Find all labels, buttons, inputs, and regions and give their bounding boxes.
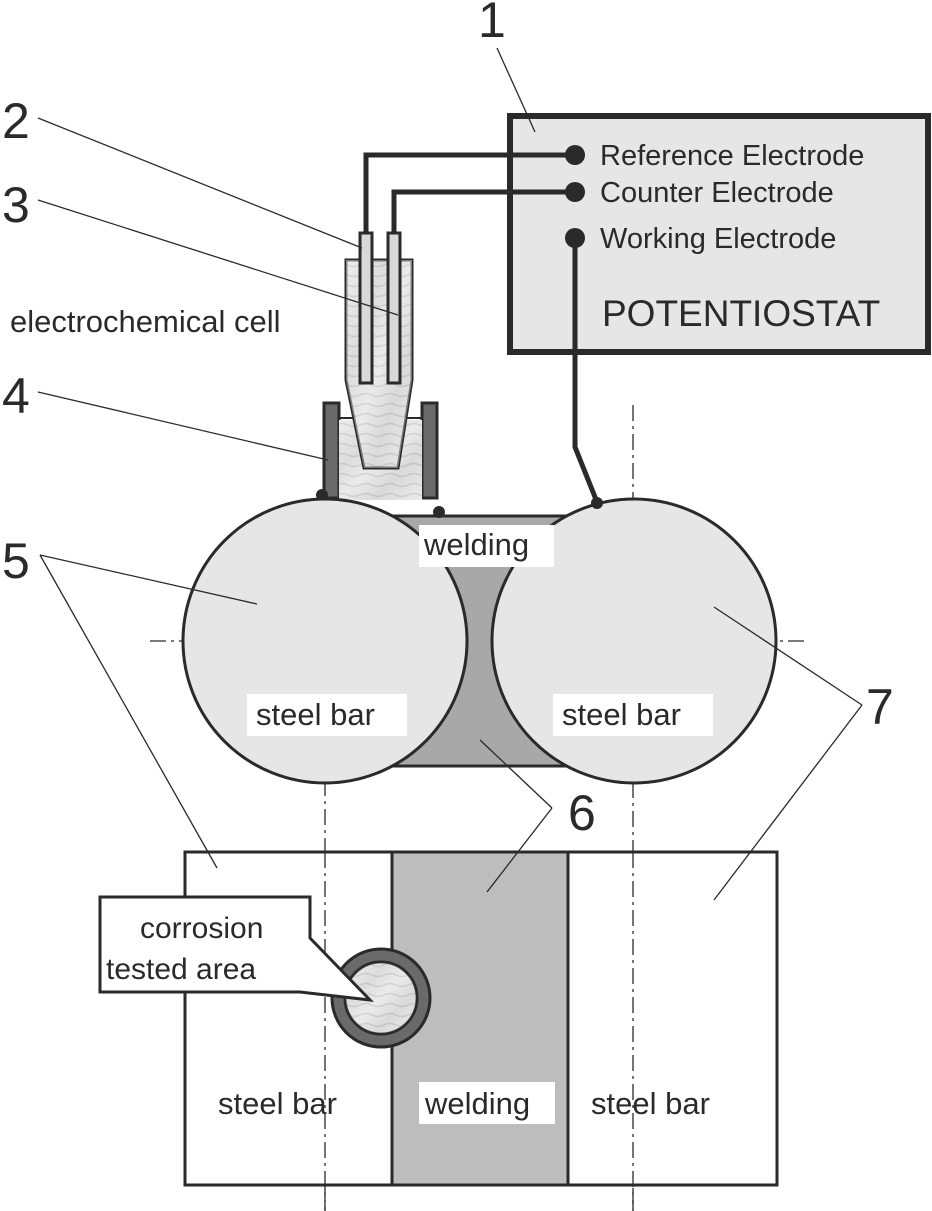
counter-wire bbox=[391, 189, 575, 233]
top-view: corrosion tested area steel bar welding … bbox=[98, 850, 779, 1211]
number-1: 1 bbox=[478, 0, 506, 48]
leader-7a bbox=[713, 606, 863, 706]
number-4: 4 bbox=[2, 368, 30, 424]
number-5: 5 bbox=[2, 533, 30, 589]
terminal-counter-label: Counter Electrode bbox=[600, 177, 834, 209]
welding-label-cross-section: welding bbox=[423, 527, 529, 562]
electrochemical-cell bbox=[316, 231, 445, 518]
terminal-working-label: Working Electrode bbox=[600, 223, 836, 255]
steel-bar-right-label: steel bar bbox=[562, 697, 681, 732]
leader-lines bbox=[37, 47, 863, 901]
top-view-right-bar-label: steel bar bbox=[591, 1086, 710, 1121]
leader-3 bbox=[37, 199, 399, 316]
leader-5b bbox=[39, 554, 218, 869]
cell-outer-tube-right-wall bbox=[420, 401, 439, 500]
potentiostat: Reference Electrode Counter Electrode Wo… bbox=[507, 113, 931, 355]
callout-line-1: corrosion bbox=[140, 912, 263, 945]
number-6: 6 bbox=[568, 785, 596, 841]
leader-1 bbox=[496, 47, 536, 133]
terminal-reference-label: Reference Electrode bbox=[600, 140, 864, 172]
leader-5a bbox=[39, 554, 258, 605]
leader-6a bbox=[479, 739, 553, 809]
working-connection-dot bbox=[591, 497, 603, 509]
top-view-welding-label: welding bbox=[424, 1086, 530, 1121]
electrochemical-cell-label: electrochemical cell bbox=[10, 304, 281, 339]
number-7: 7 bbox=[866, 679, 894, 735]
cell-outer-tube-left-wall bbox=[322, 401, 341, 500]
top-view-right-bar bbox=[566, 850, 779, 1187]
working-wire bbox=[572, 238, 600, 503]
reference-wire bbox=[363, 152, 575, 233]
callout-line-2: tested area bbox=[106, 953, 256, 986]
counter-electrode bbox=[386, 231, 402, 385]
leader-2 bbox=[37, 117, 363, 249]
leader-4 bbox=[37, 391, 329, 461]
steel-bar-left-label: steel bar bbox=[256, 697, 375, 732]
top-view-left-bar-label: steel bar bbox=[218, 1086, 337, 1121]
leader-7b bbox=[713, 704, 863, 901]
wires bbox=[363, 152, 600, 503]
number-3: 3 bbox=[2, 177, 30, 233]
seal-dot-right bbox=[433, 506, 445, 518]
reference-electrode bbox=[358, 231, 374, 385]
number-2: 2 bbox=[2, 93, 30, 149]
potentiostat-title: POTENTIOSTAT bbox=[602, 293, 880, 334]
tested-area-callout bbox=[98, 895, 374, 1002]
leader-6b bbox=[486, 807, 553, 893]
